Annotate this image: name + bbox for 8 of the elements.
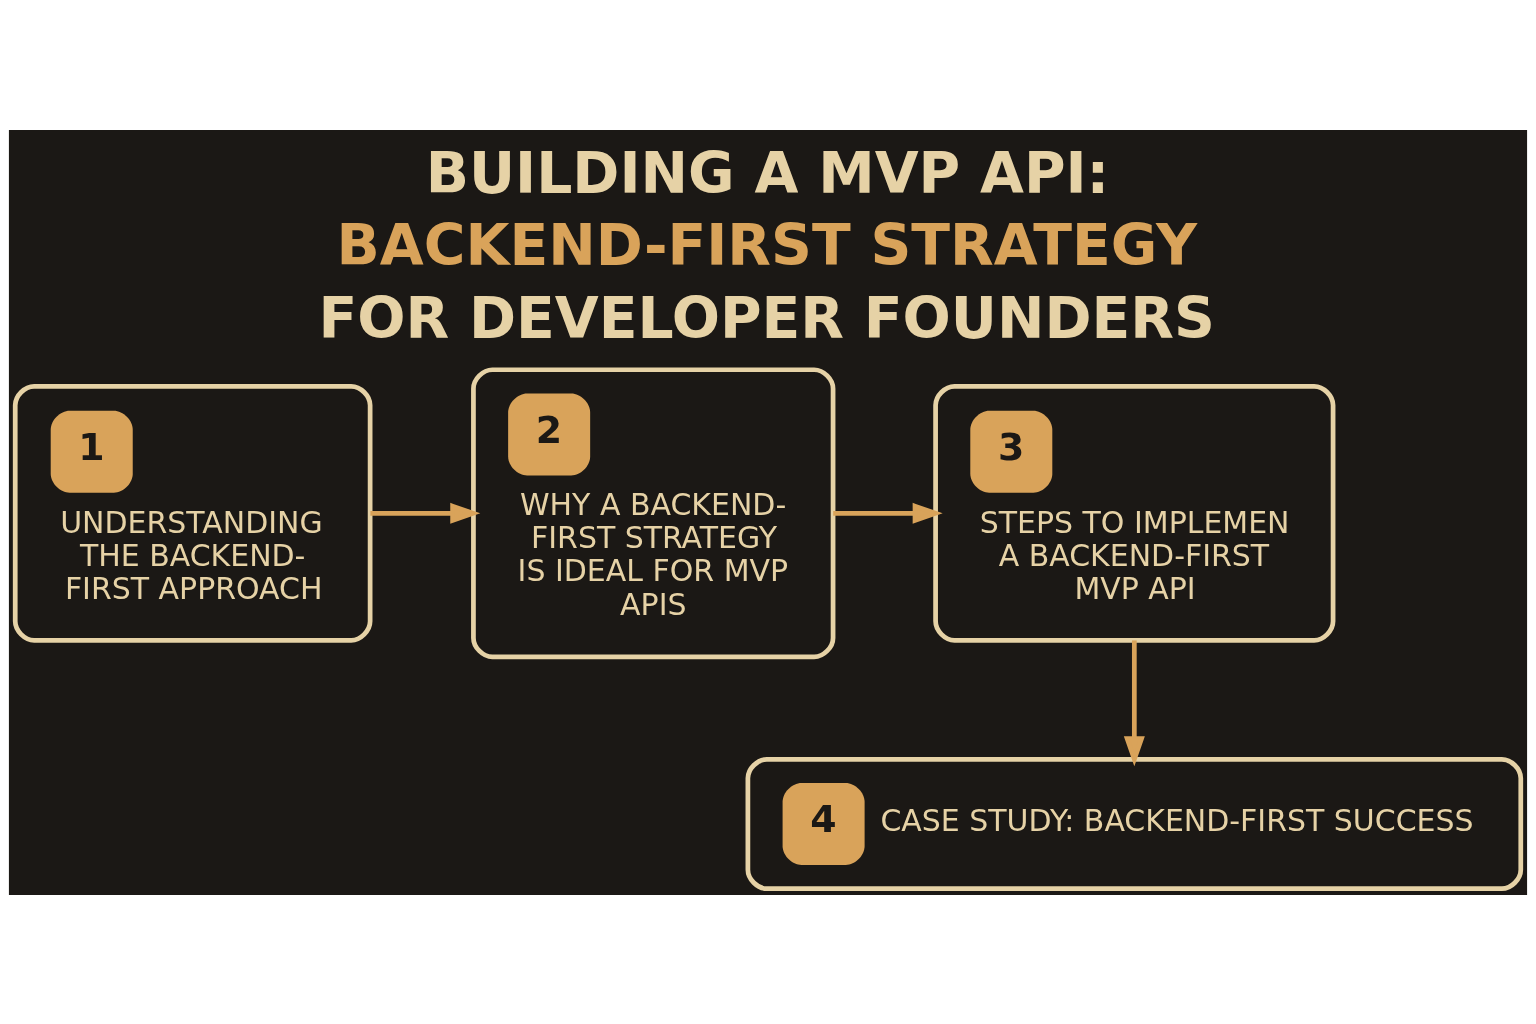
diagram-title: BUILDING A MVP API: BACKEND-FIRST STRATEGY FOR DEVELOPER FOUNDERS [318,139,1215,351]
node-box: 2 WHY A BACKEND-FIRST STRATEGY IS IDEAL FOR MVP APIS [471,366,836,659]
arrow [833,502,943,524]
node-box: 3 STEPS TO IMPLEMEN A BACKEND-FIRST MVP API [933,383,1336,643]
node-box: 4 CASE STUDY: BACKEND-FIRST SUCCESS [745,756,1524,891]
arrow [1123,639,1145,766]
arrow [370,502,481,524]
node-box: 1 UNDERSTANDING THE BACKEND-FIRST APPROACH [12,383,373,643]
